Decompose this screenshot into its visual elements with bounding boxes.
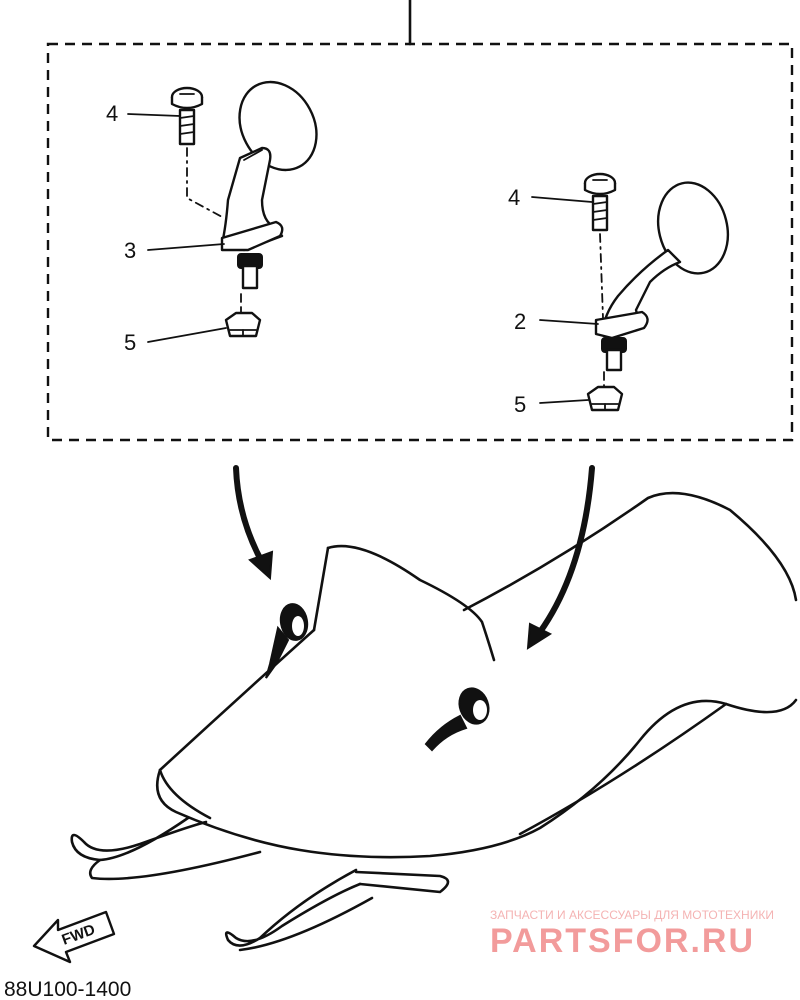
left-mirror-leader (147, 243, 225, 251)
right-bolt-callout: 4 (508, 185, 520, 210)
right-mirror-callout: 2 (514, 309, 526, 334)
fwd-arrow: FWD (32, 910, 116, 964)
right-mirror-group (583, 172, 730, 412)
right-bolt (583, 172, 617, 232)
right-install-arrow (526, 465, 595, 650)
right-mirror-leader (539, 319, 599, 325)
diagram-code: 88U100-1400 (4, 978, 131, 1000)
left-bolt-callout: 4 (106, 101, 118, 126)
watermark: ЗАПЧАСТИ И АКСЕССУАРЫ ДЛЯ МОТОТЕХНИКИ PA… (490, 908, 774, 960)
watermark-logo: PARTSFOR.RU (490, 922, 755, 960)
right-bolt-leader (531, 196, 593, 203)
left-nut-callout: 5 (124, 330, 136, 355)
installed-left-mirror (265, 603, 309, 679)
watermark-subtitle: ЗАПЧАСТИ И АКСЕССУАРЫ ДЛЯ МОТОТЕХНИКИ (490, 908, 774, 922)
left-mirror-glass (238, 80, 318, 172)
exploded-view-box (46, 42, 794, 442)
left-bolt (170, 86, 204, 146)
installed-right-mirror (424, 687, 490, 752)
right-nut-callout: 5 (514, 392, 526, 417)
right-mirror-glass (656, 181, 730, 275)
left-mirror-callout: 3 (124, 238, 136, 263)
left-mirror-group (170, 80, 318, 338)
left-nut-leader (147, 327, 227, 343)
left-nut (224, 311, 262, 338)
right-nut-leader (539, 399, 589, 404)
snowmobile-outline (70, 491, 798, 952)
right-nut (586, 385, 624, 412)
left-bolt-leader (127, 113, 181, 117)
left-install-arrow (233, 465, 274, 581)
